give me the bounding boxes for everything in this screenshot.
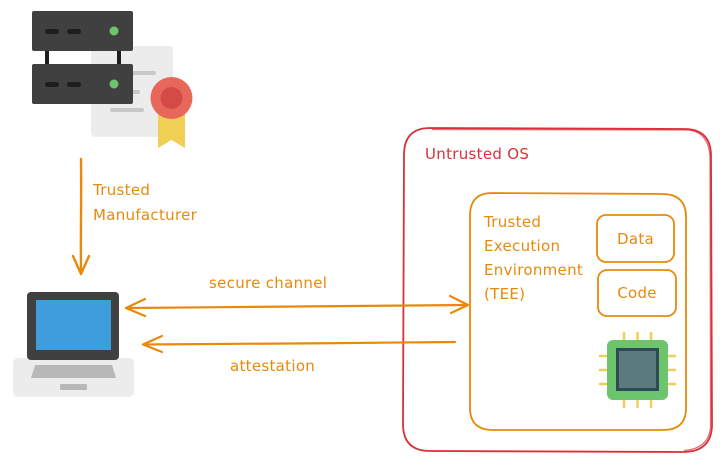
badge-ribbon: [158, 108, 185, 148]
cpu-chip-icon: [598, 331, 677, 409]
laptop-keyboard: [31, 365, 116, 378]
untrusted-os-box: [402, 127, 713, 453]
tee-label-line2: Execution: [484, 237, 560, 255]
server-led: [109, 26, 119, 36]
server-connector: [45, 48, 49, 68]
secure-channel-arrow: [124, 294, 470, 318]
tee-label-line1: Trusted: [483, 213, 541, 231]
server-slot: [45, 82, 59, 87]
code-box: Code: [597, 269, 677, 317]
manufacturer-label-line2: Manufacturer: [93, 206, 198, 224]
laptop-trackpad: [60, 384, 87, 390]
code-label: Code: [617, 284, 657, 302]
tee-label-line3: Environment: [484, 261, 583, 279]
provision-arrow: [71, 157, 91, 276]
certificate-line: [130, 71, 156, 75]
laptop-icon: [13, 292, 134, 397]
data-box: Data: [596, 214, 675, 263]
server-slot: [67, 82, 81, 87]
server-connector: [117, 48, 121, 68]
badge-inner: [160, 87, 183, 109]
tee-box: [469, 192, 687, 431]
server-led: [109, 79, 119, 89]
server-slot: [67, 29, 81, 34]
attestation-arrow: [141, 334, 457, 354]
secure-channel-label: secure channel: [209, 274, 327, 292]
server-unit-top: [32, 11, 133, 51]
untrusted-os-label: Untrusted OS: [425, 145, 529, 163]
laptop-screen: [36, 300, 111, 350]
server-certificate-icon: [32, 11, 193, 148]
attestation-label: attestation: [230, 357, 315, 375]
manufacturer-label-line1: Trusted: [92, 181, 150, 199]
server-unit-bottom: [32, 64, 133, 104]
tee-label-line4: (TEE): [484, 285, 525, 303]
certificate-line: [110, 108, 144, 112]
data-label: Data: [617, 230, 654, 248]
server-slot: [45, 29, 59, 34]
chip-core: [619, 351, 656, 388]
